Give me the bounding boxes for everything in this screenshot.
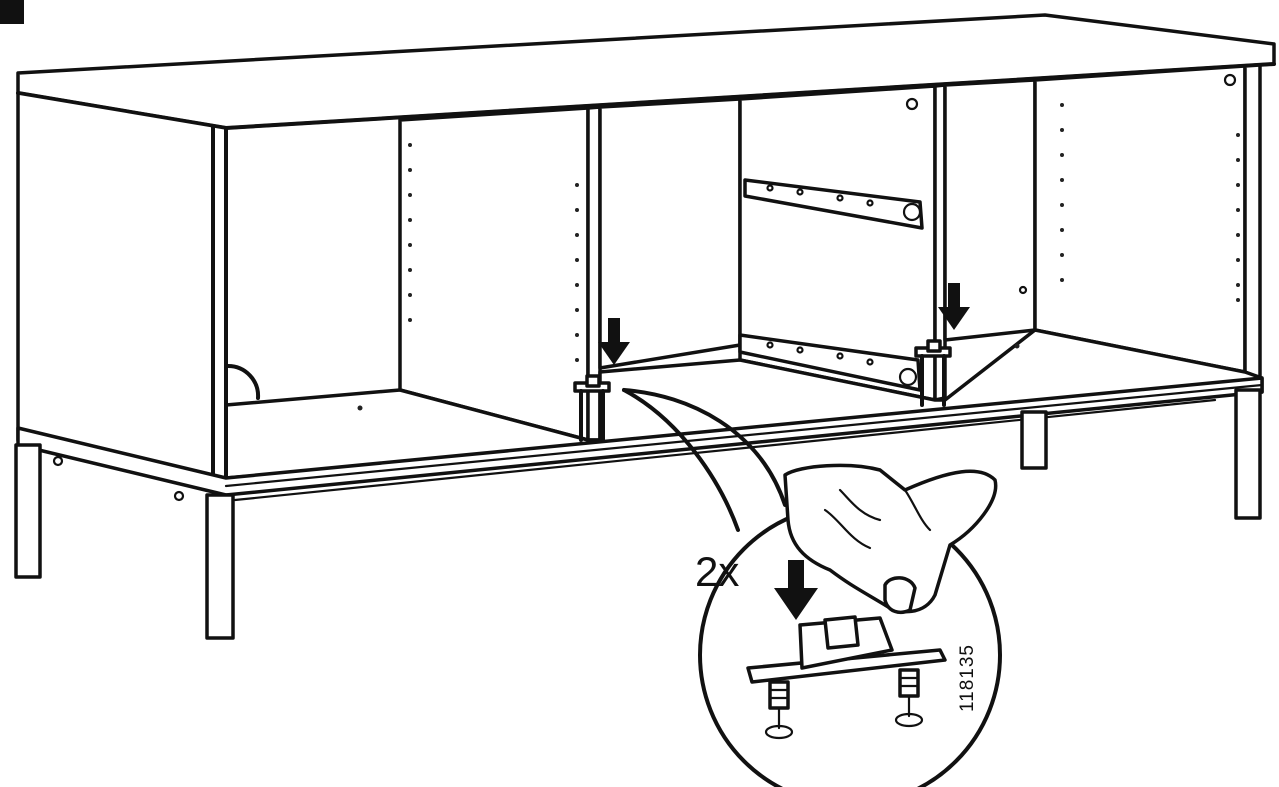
- left-side-panel: [16, 91, 228, 480]
- right-side-panel: [1243, 63, 1262, 380]
- fitting-left: [573, 374, 611, 442]
- part-number: 118135: [957, 644, 978, 712]
- divider-panel-1: [398, 106, 590, 442]
- leg-front-middle: [205, 493, 235, 640]
- leg-front-left: [14, 443, 42, 579]
- back-panel-middle: [598, 97, 742, 370]
- fitting-detail: [746, 560, 947, 740]
- cabinet: [14, 13, 1276, 640]
- leg-front-right: [1234, 388, 1262, 520]
- arrow-down-icon: [938, 283, 970, 330]
- step-marker: [0, 0, 24, 24]
- drawer-rail-upper: [743, 178, 924, 230]
- arrow-down-icon: [598, 318, 630, 365]
- shelf-pin-holes-right: [1018, 103, 1240, 302]
- leg-back-middle: [1020, 410, 1048, 470]
- fitting-right: [914, 339, 952, 407]
- shelf-pin-holes-left: [408, 143, 579, 362]
- hand-illustration: [783, 463, 998, 614]
- right-side-inner: [1033, 64, 1247, 374]
- quantity-label: 2x: [695, 548, 739, 595]
- detail-callout: 2x 118135: [622, 388, 1002, 787]
